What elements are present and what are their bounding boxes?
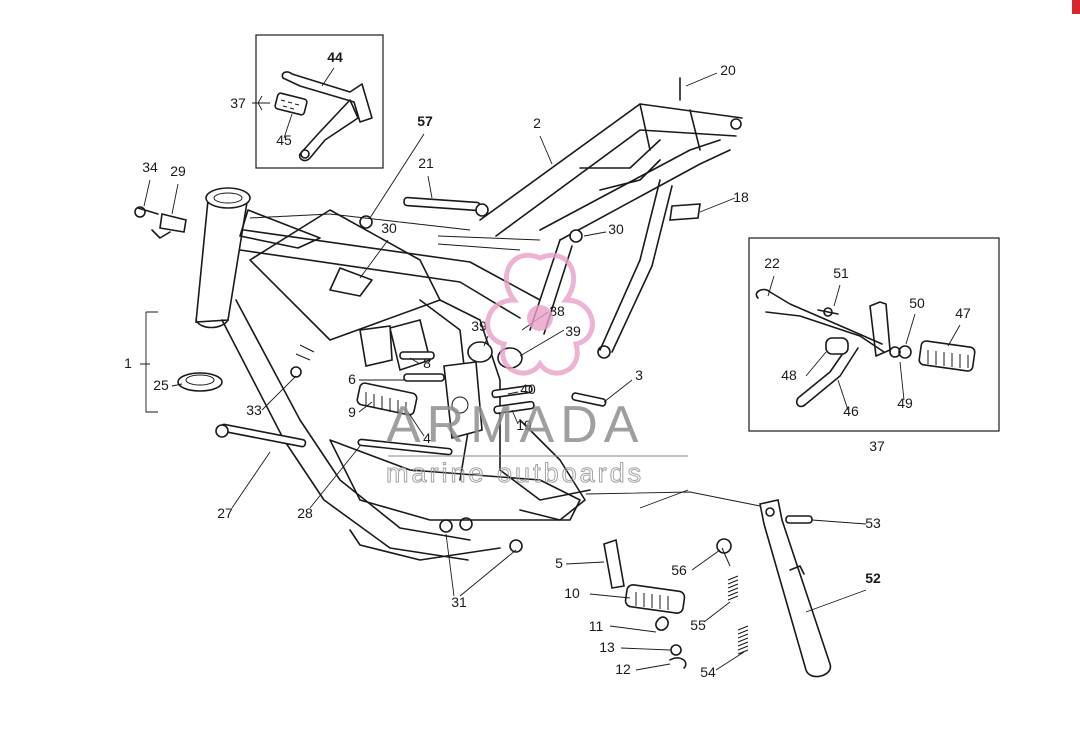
callout-c53: 53 [865,515,881,531]
callout-c3: 3 [635,367,643,383]
callout-c37b: 37 [869,438,885,454]
callout-c20: 20 [720,62,736,78]
callout-c47: 47 [955,305,971,321]
callout-c38: 38 [549,303,565,319]
callout-c25: 25 [153,377,169,393]
callout-c44: 44 [327,49,343,65]
corner-red-mark [1072,0,1080,14]
callout-c1: 1 [124,355,132,371]
callout-c28: 28 [297,505,313,521]
armada-watermark: ARMADA marine outboards [386,252,688,489]
callout-c29: 29 [170,163,186,179]
callout-c30a: 30 [381,220,397,236]
callout-c5: 5 [555,555,563,571]
callout-c55: 55 [690,617,706,633]
leader-lines [140,72,867,671]
callout-c18: 18 [733,189,749,205]
callout-c37a: 37 [230,95,246,111]
callout-c4: 4 [423,430,431,446]
callout-c57: 57 [417,113,433,129]
callout-c13: 13 [599,639,615,655]
callout-c12: 12 [615,661,631,677]
callout-c34: 34 [142,159,158,175]
callout-c27: 27 [217,505,233,521]
callout-c46: 46 [843,403,859,419]
callout-c6: 6 [348,371,356,387]
inset-rear-brake-pedal [252,34,384,169]
assembly-guides [249,213,541,251]
inset-footrest-assembly [748,237,1000,432]
callout-c22: 22 [764,255,780,271]
watermark-brand: ARMADA [386,396,644,454]
callout-c56: 56 [671,562,687,578]
callout-c45: 45 [276,132,292,148]
callout-c52: 52 [865,570,881,586]
callout-c50: 50 [909,295,925,311]
callout-c49: 49 [897,395,913,411]
callout-c8: 8 [423,355,431,371]
callout-c2: 2 [533,115,541,131]
armada-logo-mark [485,252,595,376]
callout-c54: 54 [700,664,716,680]
callout-c10: 10 [564,585,580,601]
rear-subframe [479,77,743,359]
callout-c33: 33 [246,402,262,418]
callout-c21: 21 [418,155,434,171]
callout-c40: 40 [520,381,536,397]
callout-c11: 11 [589,618,604,634]
callout-c31: 31 [451,594,467,610]
callout-c9: 9 [348,404,356,420]
side-stand-assembly [585,489,832,678]
callout-c39b: 39 [565,323,581,339]
watermark-tagline: marine outboards [386,458,644,488]
callout-c48: 48 [781,367,797,383]
callout-c30b: 30 [608,221,624,237]
callout-c19: 19 [516,417,532,433]
callout-c51: 51 [833,265,849,281]
callout-c39a: 39 [471,318,487,334]
